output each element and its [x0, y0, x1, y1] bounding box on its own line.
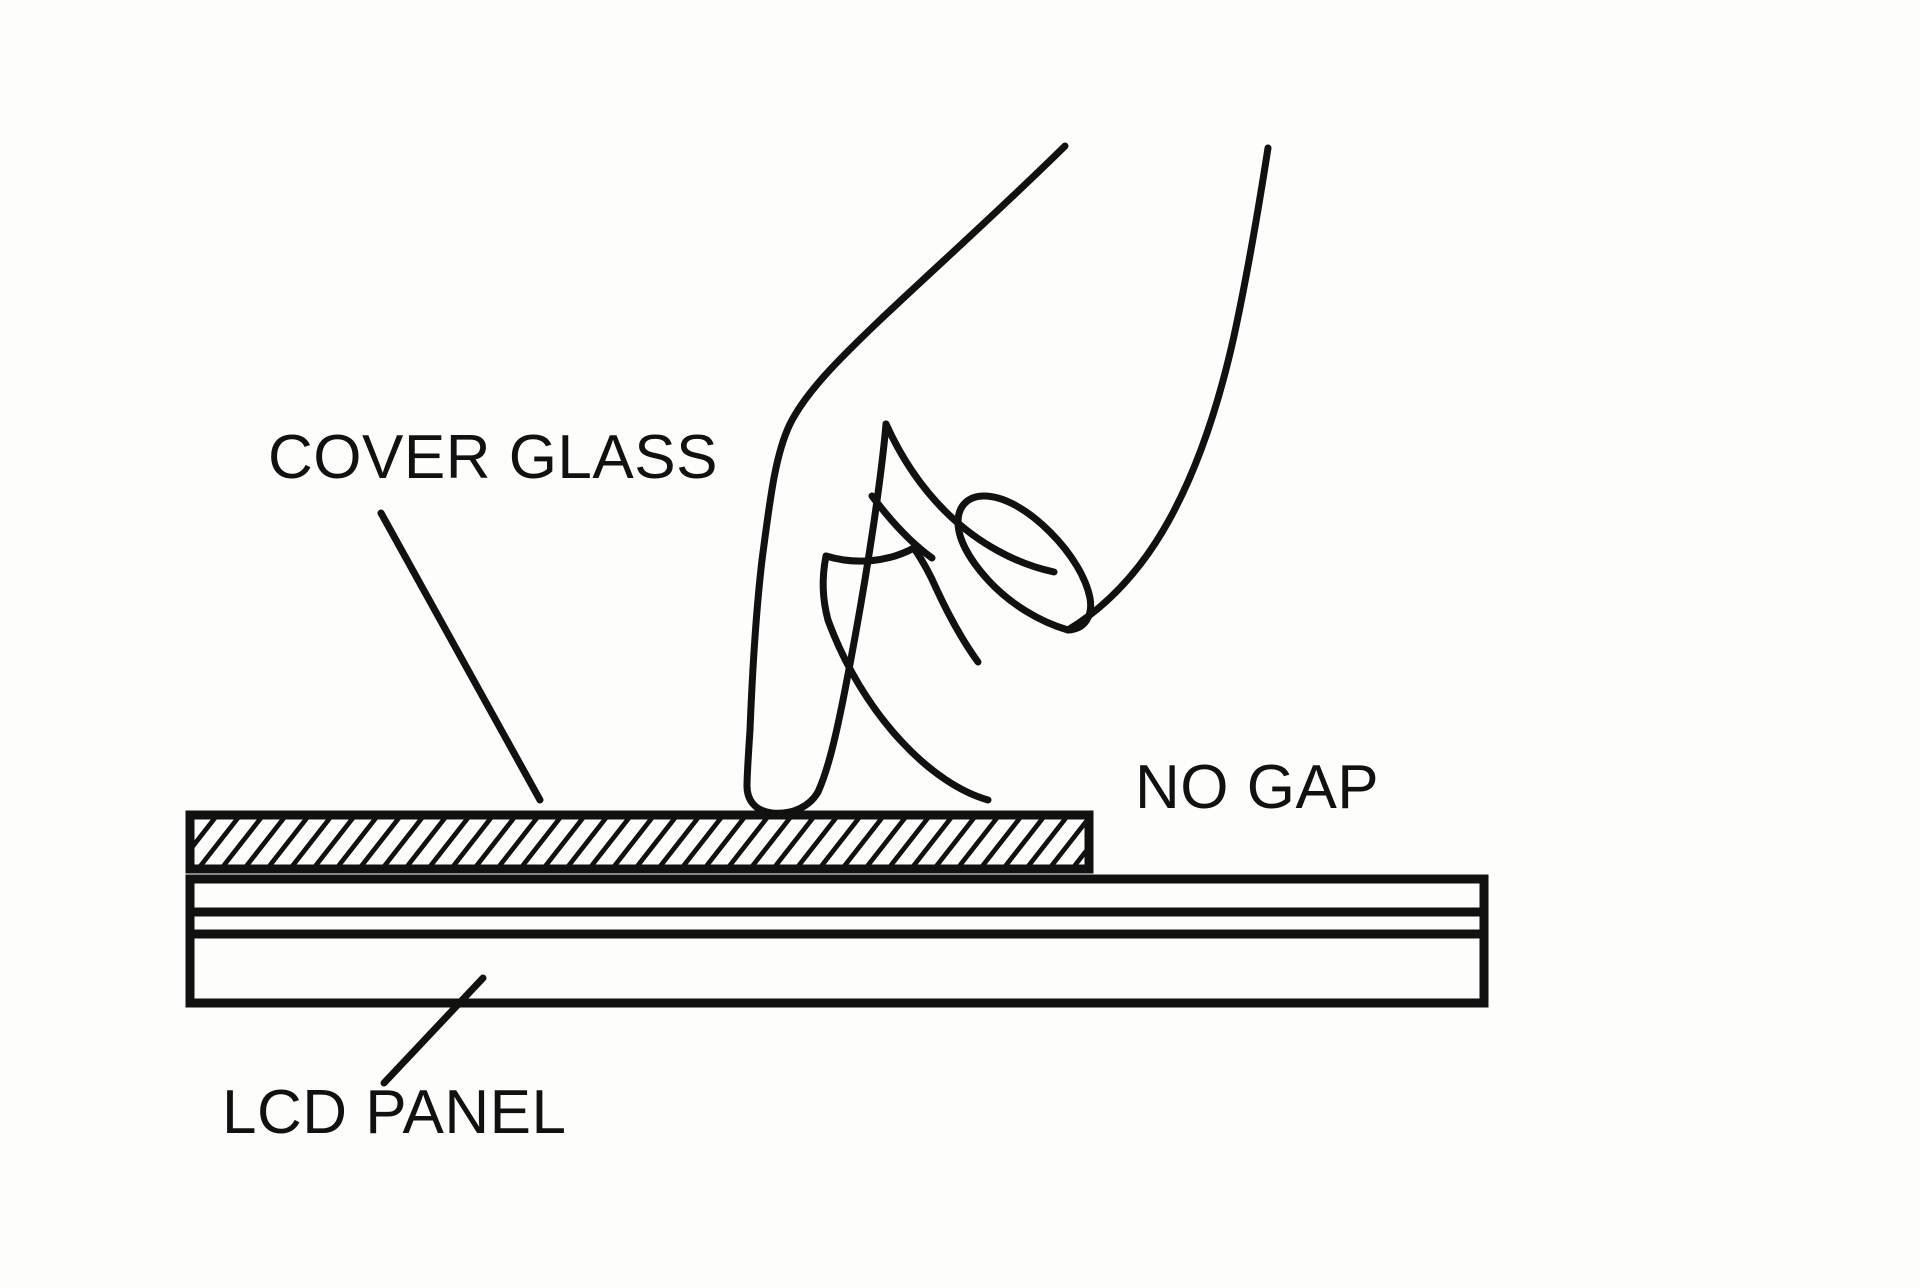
hand-pointing-finger-icon [743, 142, 1272, 817]
label-no-gap: NO GAP [1135, 753, 1380, 822]
cover-glass-layer [185, 810, 1094, 874]
label-lcd-panel: LCD PANEL [222, 1078, 567, 1147]
lcd-panel-stack [185, 874, 1489, 1008]
leader-line-cover-glass [377, 509, 544, 804]
label-cover-glass: COVER GLASS [268, 423, 718, 492]
leader-line-icon [377, 509, 544, 1087]
leader-line-lcd-panel [380, 974, 487, 1087]
